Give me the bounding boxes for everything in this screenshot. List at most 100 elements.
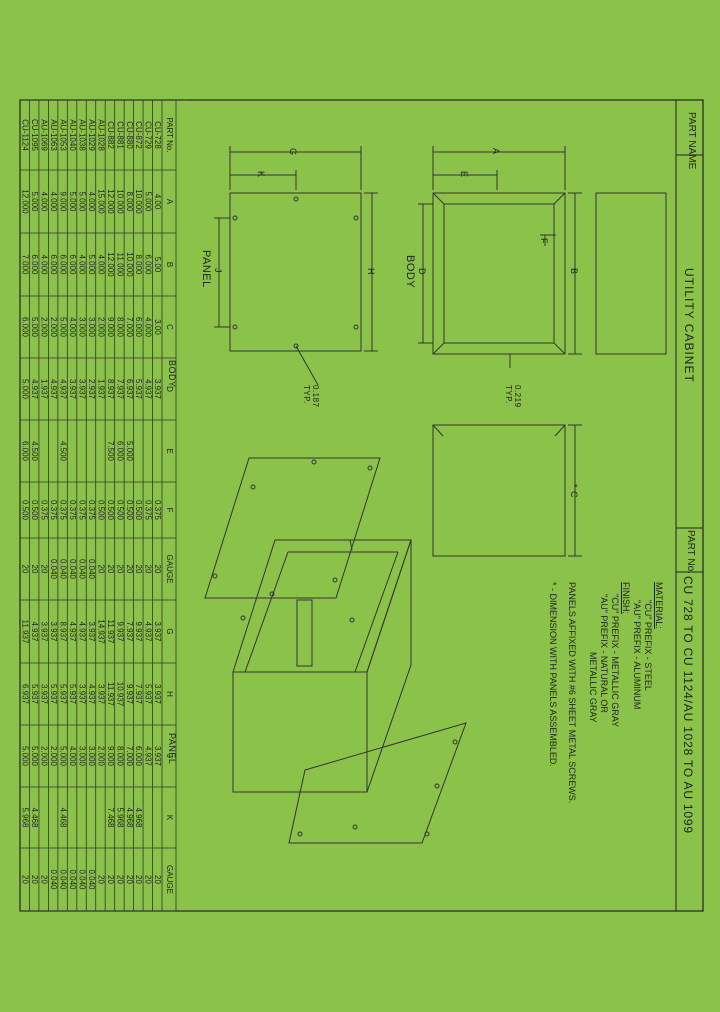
material-line-1: "CU" PREFIX - STEEL xyxy=(643,600,653,691)
dim-label-e: E xyxy=(459,171,469,178)
table-cell: 11.937 xyxy=(106,682,115,706)
table-cell: 4.937 xyxy=(87,684,96,705)
table-cell: 3.937 xyxy=(153,684,162,705)
table-cell: 0.040 xyxy=(49,559,58,580)
star-note: * - DIMENSION WITH PANELS ASSEMBLED. xyxy=(548,582,558,767)
table-cell: 0.040 xyxy=(87,559,96,580)
table-cell: 3.000 xyxy=(77,317,86,338)
table-cell: 0.500 xyxy=(106,500,115,521)
finish-line-1: "CU" PREFIX - METALLIC GRAY xyxy=(610,594,620,728)
table-cell: 0.040 xyxy=(87,869,96,890)
sheet-border xyxy=(19,99,704,912)
table-cell: 20 xyxy=(134,875,143,884)
table-cell: 0.500 xyxy=(30,500,39,521)
table-cell: 3.000 xyxy=(87,317,96,338)
body-side-view xyxy=(595,192,667,355)
body-front-view xyxy=(418,146,582,368)
table-cell: 5.937 xyxy=(68,684,77,705)
table-cell: 3.937 xyxy=(77,684,86,705)
dim-label-c: * C xyxy=(569,484,579,499)
table-row-part-no: CU-882 xyxy=(106,121,115,149)
dim-label-h: H xyxy=(366,268,376,275)
table-row-part-no: CU-880 xyxy=(125,121,134,149)
table-cell: 2.937 xyxy=(87,379,96,400)
table-cell: 8.000 xyxy=(115,746,124,767)
table-cell: 7.000 xyxy=(125,317,134,338)
table-cell: 0.500 xyxy=(125,500,134,521)
table-header-cell: GAUGE xyxy=(165,865,174,894)
material-heading: MATERIAL: xyxy=(654,582,664,629)
table-cell: 20 xyxy=(21,875,30,884)
table-cell: 11.937 xyxy=(106,620,115,644)
table-cell: 11.000 xyxy=(115,253,124,277)
table-cell: 5.937 xyxy=(134,379,143,400)
table-row-part-no: CU-1124 xyxy=(21,119,30,151)
table-header-cell: D xyxy=(165,386,174,392)
table-cell: 20 xyxy=(106,875,115,884)
table-cell: 0.500 xyxy=(96,500,105,521)
table-cell: 6.000 xyxy=(21,317,30,338)
table-cell: 1.937 xyxy=(96,379,105,400)
table-cell: 0.375 xyxy=(87,500,96,521)
table-cell: 20 xyxy=(115,565,124,574)
dim-label-j: J xyxy=(213,268,223,273)
table-cell: 0.040 xyxy=(58,559,67,580)
table-cell: 20 xyxy=(40,875,49,884)
table-cell: 4.468 xyxy=(58,807,67,828)
table-cell: 0.375 xyxy=(153,500,162,521)
dim-label-d: D xyxy=(417,268,427,275)
table-cell: 5.000 xyxy=(21,746,30,767)
table-cell: 6.937 xyxy=(21,684,30,705)
table-cell: 2.000 xyxy=(49,317,58,338)
table-cell: 4.000 xyxy=(96,254,105,275)
table-cell: 20 xyxy=(40,565,49,574)
table-header-cell: J xyxy=(165,754,174,758)
table-cell: 11.937 xyxy=(21,620,30,644)
table-cell: 5.000 xyxy=(58,317,67,338)
table-cell: 20 xyxy=(96,875,105,884)
table-header-cell: G xyxy=(165,628,174,634)
table-cell: 4.968 xyxy=(125,807,134,828)
table-cell: 12.000 xyxy=(21,189,30,214)
table-cell: 4.937 xyxy=(30,621,39,642)
finish-heading: FINISH: xyxy=(621,582,631,615)
table-cell: 20 xyxy=(144,875,153,884)
table-cell: 3.937 xyxy=(68,379,77,400)
table-cell: 20 xyxy=(96,565,105,574)
table-cell: 12.000 xyxy=(106,252,115,277)
table-cell: 4.937 xyxy=(49,379,58,400)
dim-label-a: A xyxy=(491,148,501,155)
table-cell: 8.937 xyxy=(106,379,115,400)
dim-label-f: F xyxy=(539,238,549,244)
table-cell: 8.937 xyxy=(58,621,67,642)
table-cell: 0.040 xyxy=(58,869,67,890)
table-cell: 6.000 xyxy=(49,254,58,275)
table-cell: 5.000 xyxy=(125,441,134,462)
table-header-cell: K xyxy=(165,815,174,821)
table-cell: 7.937 xyxy=(125,621,134,642)
table-cell: 8.000 xyxy=(134,254,143,275)
table-cell: 8.000 xyxy=(125,191,134,212)
table-cell: 0.040 xyxy=(49,869,58,890)
table-row-part-no: CU-729 xyxy=(144,121,153,149)
part-no-value: CU 728 TO CU 1124/AU 1028 TO AU 1099 xyxy=(681,576,695,834)
table-row-part-no: AU-1028 xyxy=(96,119,105,151)
dim-label-b: B xyxy=(569,268,579,275)
table-cell: 6.000 xyxy=(21,441,30,462)
table-cell: 4.937 xyxy=(58,379,67,400)
table-cell: 1.937 xyxy=(40,379,49,400)
table-cell: 20 xyxy=(115,875,124,884)
table-cell: 5.937 xyxy=(144,684,153,705)
table-row-part-no: CU-881 xyxy=(115,121,124,149)
table-cell: 20 xyxy=(153,565,162,574)
table-cell: 2.000 xyxy=(96,746,105,767)
table-row-part-no: AU-1053 xyxy=(58,119,67,151)
table-cell: 20 xyxy=(125,565,134,574)
table-cell: 9.000 xyxy=(106,746,115,767)
table-cell: 5.968 xyxy=(21,807,30,828)
table-cell: 4.000 xyxy=(68,317,77,338)
table-row-part-no: AU-1038 xyxy=(77,119,86,151)
table-cell: 6.000 xyxy=(115,441,124,462)
table-row-part-no: CU-728 xyxy=(153,121,162,149)
table-cell: 3.937 xyxy=(77,379,86,400)
